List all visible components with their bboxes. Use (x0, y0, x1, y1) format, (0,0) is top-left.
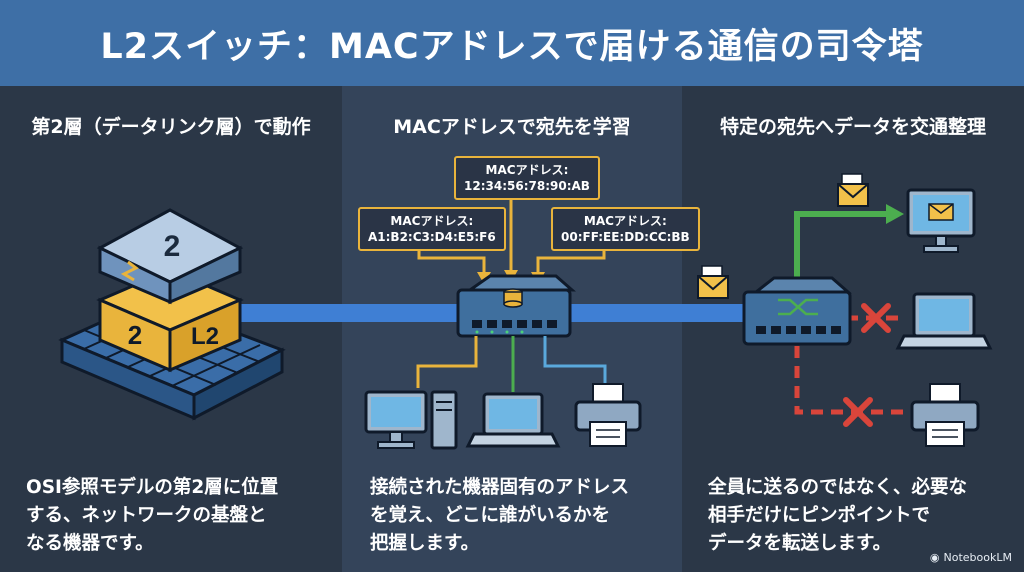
layer-label-l2: L2 (191, 323, 219, 350)
layer-label-2: 2 (128, 320, 142, 350)
mac-address-value: A1:B2:C3:D4:E5:F6 (368, 230, 496, 244)
mac-label-title: MACアドレス: (583, 214, 667, 228)
mac-label-title: MACアドレス: (390, 214, 474, 228)
forward-path-green (794, 211, 888, 278)
desc-forwarding: 全員に送るのではなく、必要な 相手だけにピンポイントで データを転送します。 (708, 477, 968, 554)
layer-2-top-block: 2 (96, 208, 244, 305)
brand-label: NotebookLM (943, 551, 1012, 564)
mac-label-left: MACアドレス: A1:B2:C3:D4:E5:F6 (358, 207, 506, 251)
other-printer-icon (910, 383, 980, 447)
brand-watermark: ◉ NotebookLM (930, 551, 1012, 564)
desc-mac-learning: 接続された機器固有のアドレス を覚え、どこに誰がいるかを 把握します。 (370, 477, 630, 554)
mac-label-title: MACアドレス: (485, 163, 569, 177)
mac-label-right: MACアドレス: 00:FF:EE:DD:CC:BB (551, 207, 700, 251)
incoming-envelope-icon (697, 265, 729, 299)
mac-address-value: 12:34:56:78:90:AB (464, 179, 590, 193)
block-x-icon (843, 397, 873, 427)
laptop-icon (465, 392, 561, 448)
cable-to-printer (543, 336, 607, 384)
heading-forwarding: 特定の宛先へデータを交通整理 (719, 116, 986, 138)
mac-label-top: MACアドレス: 12:34:56:78:90:AB (454, 156, 600, 200)
cable-to-desktop (416, 336, 478, 388)
title-bar: L2スイッチ：MACアドレスで届ける通信の司令塔 (0, 0, 1024, 86)
l2-switch-learning-icon (456, 274, 576, 338)
mac-address-value: 00:FF:EE:DD:CC:BB (561, 230, 690, 244)
l2-switch-forwarding-icon (742, 276, 852, 346)
desktop-computer-icon (364, 390, 458, 450)
switch-ports (472, 320, 557, 328)
printer-icon (574, 383, 642, 447)
blocked-path-printer (794, 346, 904, 415)
forwarded-envelope-icon (837, 173, 869, 207)
block-x-icon (861, 303, 891, 333)
network-link-left (236, 304, 466, 322)
other-laptop-icon (895, 292, 993, 350)
layer-label-top: 2 (164, 230, 181, 263)
desc-osi-layer: OSI参照モデルの第2層に位置 する、ネットワークの基盤と なる機器です。 (26, 477, 279, 554)
notebooklm-logo-icon: ◉ (929, 551, 940, 564)
heading-osi-layer: 第2層（データリンク層）で動作 (31, 116, 311, 138)
network-link-right (562, 304, 758, 322)
destination-monitor-icon (906, 188, 976, 253)
page-title: L2スイッチ：MACアドレスで届ける通信の司令塔 (100, 26, 924, 67)
layer-stack-icon: 2 L2 2 (58, 208, 286, 421)
heading-mac-learning: MACアドレスで宛先を学習 (393, 116, 631, 138)
